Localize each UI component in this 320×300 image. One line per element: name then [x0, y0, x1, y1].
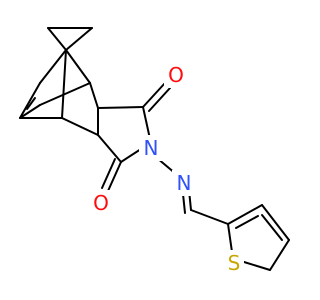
bond-bridgehead-to-ring-top: [89, 82, 99, 109]
bond-thiophene-s-c2: [227, 223, 233, 253]
bond-bridgehead-top: [39, 82, 91, 106]
bond-thiophene-c5-s: [243, 261, 271, 271]
bond-cyclopropane-left: [47, 27, 67, 51]
bond-c-o-upper-a: [142, 82, 166, 108]
bond-alkene-double: [19, 104, 41, 119]
bond-c-o-lower-b: [101, 158, 116, 189]
imine-nitrogen-label: N: [177, 171, 192, 195]
bond-thiophene-c4-c5: [269, 239, 290, 271]
bond-ring-top-carbonyl: [97, 106, 144, 109]
bond-ch-to-thiophene: [190, 209, 229, 225]
bond-ring-bottom-carbonyl: [97, 134, 122, 163]
imide-nitrogen-label: N: [144, 136, 159, 160]
molecule-structure: O O N N S: [19, 27, 290, 276]
bond-bridge-back: [61, 49, 67, 119]
bond-thiophene-c2-c3-inner: [235, 215, 259, 229]
bond-top-carbonyl-to-n: [142, 106, 151, 140]
bond-thiophene-c2-c3: [227, 204, 263, 225]
oxygen-atom-label: O: [93, 191, 109, 215]
bond-c-o-lower-a: [107, 161, 122, 192]
bond-c-o-upper-b: [148, 87, 171, 112]
bond-n-c-double-b: [182, 193, 186, 214]
bond-bottom-carbonyl-to-n: [120, 148, 142, 163]
oxygen-atom-label: O: [168, 63, 184, 87]
bond-bridge-right: [65, 49, 91, 84]
bond-alkene-left: [19, 82, 41, 119]
bond-lower-bridgehead: [61, 117, 99, 136]
bond-thiophene-c3-c4: [261, 204, 290, 241]
atom-labels: O O N N S: [89, 62, 244, 276]
bond-bridge-left: [39, 49, 67, 84]
sulfur-atom-label: S: [228, 251, 241, 275]
bond-alkene-double-inner: [26, 97, 36, 110]
bond-thiophene-c3-c4-inner: [261, 214, 283, 241]
bond-cyclopropane-right: [65, 27, 93, 51]
